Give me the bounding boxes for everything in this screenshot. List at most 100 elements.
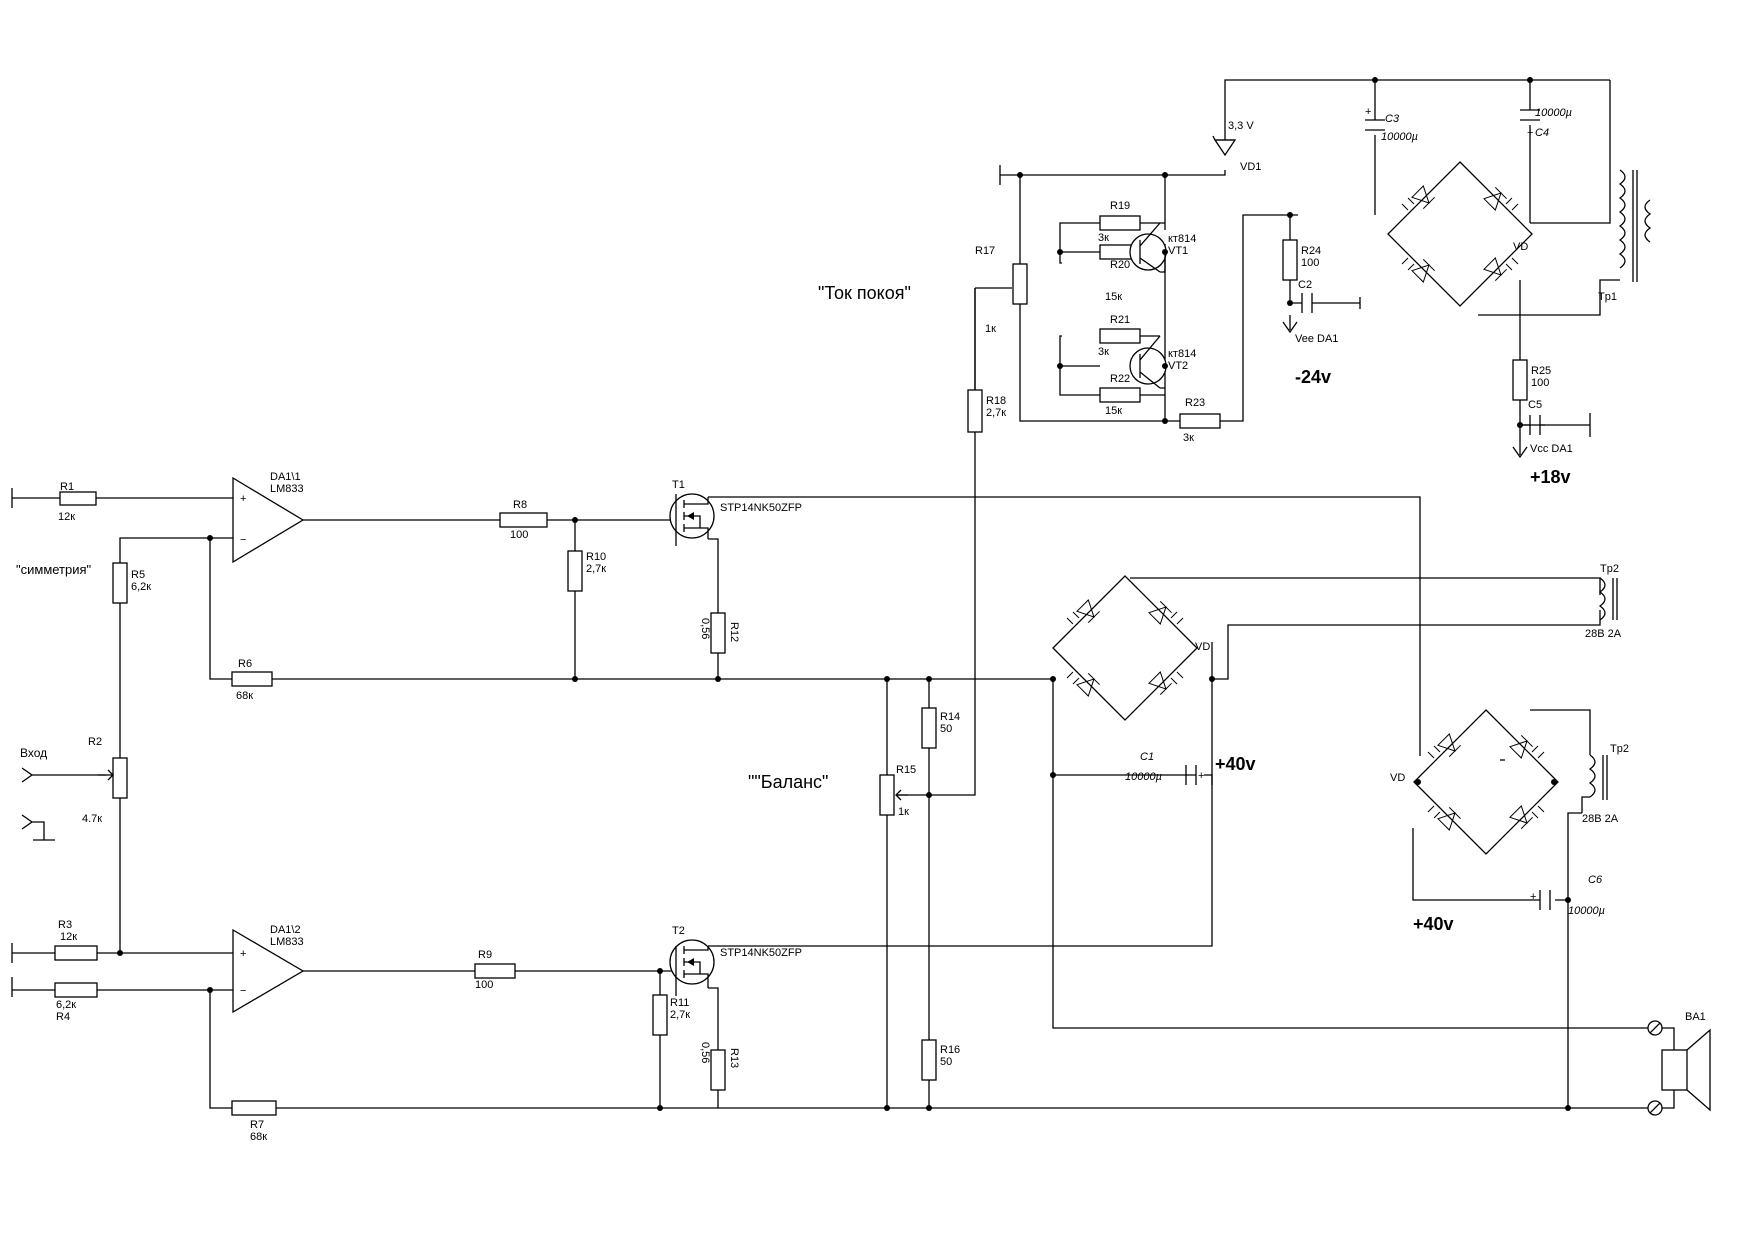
r22-id: R22: [1110, 373, 1130, 385]
bjts: кт814 VT1 кт814 VT2: [1129, 222, 1196, 389]
svg-text:+: +: [1530, 891, 1536, 903]
bridge-vd-center-id: VD: [1195, 641, 1210, 653]
mosfet-t2-id: T2: [672, 925, 685, 937]
r9-id: R9: [478, 949, 492, 961]
opamp-da1-2-part: LM833: [270, 936, 304, 948]
r21-body: [1099, 328, 1141, 344]
capacitor-c6: +: [1530, 890, 1551, 910]
mosfets: T1 STP14NK50ZFP T2 STP14NK50ZFP: [669, 479, 802, 988]
transformer-tp1-id: Tp1: [1598, 291, 1617, 303]
r2-value: 4.7к: [82, 813, 102, 825]
label-pos18: +18v: [1530, 467, 1571, 487]
r1-id: R1: [60, 481, 74, 493]
bridge-vd-right-id: VD: [1390, 772, 1405, 784]
capacitor-c4: +: [1520, 109, 1540, 139]
transformer-tp1: [1618, 169, 1652, 282]
r14-body: [921, 707, 937, 749]
label-vee: Vee DA1: [1295, 333, 1338, 345]
r22-value: 15к: [1105, 405, 1122, 417]
mosfet-t1-id: T1: [672, 479, 685, 491]
transformer-tp2-top-rating: 28В 2А: [1585, 628, 1622, 640]
transformer-tp2-top-id: Tp2: [1600, 563, 1619, 575]
r5-body: [112, 562, 128, 604]
bjt-vt2: [1129, 335, 1167, 389]
r13-value: 0,56: [699, 1042, 711, 1063]
label-vcc: Vcc DA1: [1530, 443, 1573, 455]
r3-id: R3: [58, 919, 72, 931]
capacitor-c4-id: C4: [1535, 127, 1549, 139]
r24-value: 100: [1301, 257, 1319, 269]
r18-id: R18: [986, 395, 1006, 407]
r22-body: [1099, 387, 1141, 403]
r14-value: 50: [940, 723, 952, 735]
r25-id: R25: [1531, 365, 1551, 377]
r11-value: 2,7к: [670, 1009, 690, 1021]
bridge-vd-top-id: VD: [1513, 241, 1528, 253]
r23-id: R23: [1185, 397, 1205, 409]
capacitor-c6-value: 10000µ: [1568, 905, 1605, 917]
label-quiescent: "Ток покоя": [818, 283, 911, 303]
r8-value: 100: [510, 529, 528, 541]
opamp-da1-2-minus: −: [240, 985, 246, 997]
r9-body: [474, 963, 516, 979]
r12-value: 0,56: [699, 618, 711, 639]
terminals: [1282, 315, 1528, 459]
r10-body: [567, 550, 583, 592]
r7-body: [231, 1100, 277, 1116]
r17-value: 1к: [985, 323, 996, 335]
r8-id: R8: [513, 499, 527, 511]
r21-value: 3к: [1098, 346, 1109, 358]
opamp-da1-1-plus: +: [240, 493, 246, 505]
r15-id: R15: [896, 764, 916, 776]
opamp-da1-1-minus: −: [240, 534, 246, 546]
label-symmetry: "симметрия": [16, 562, 92, 577]
vee-arrow-icon: [1282, 315, 1298, 334]
r6-id: R6: [238, 658, 252, 670]
bridge-vd-top: [1387, 161, 1533, 307]
r15-value: 1к: [898, 806, 909, 818]
r4-body: [54, 982, 98, 998]
r20-value: 15к: [1105, 291, 1122, 303]
wiring: [11, 79, 1650, 1109]
capacitor-c2-id: C2: [1298, 279, 1312, 291]
capacitor-c6-id: C6: [1588, 874, 1603, 886]
label-neg24: -24v: [1295, 367, 1331, 387]
r8-body: [499, 512, 548, 528]
mosfet-t1-part: STP14NK50ZFP: [720, 502, 802, 514]
r14-id: R14: [940, 711, 960, 723]
r25-value: 100: [1531, 377, 1549, 389]
opamp-da1-1-id: DA1\1: [270, 471, 301, 483]
opamp-da1-1: [232, 476, 305, 564]
r2-id: R2: [88, 736, 102, 748]
capacitors: + C3 10000µ + 10000µ C4 C2 C5 + C1 10000…: [1125, 106, 1605, 917]
r3-body: [54, 945, 98, 961]
r5-value: 6,2к: [131, 581, 151, 593]
r7-id: R7: [250, 1119, 264, 1131]
zener-vd1-value: 3,3 V: [1228, 120, 1254, 132]
bridge-vd-right: [1413, 709, 1559, 855]
r18-value: 2,7к: [986, 407, 1006, 419]
label-pos40-center: +40v: [1215, 754, 1256, 774]
r6-value: 68к: [236, 690, 253, 702]
r20-id: R20: [1110, 259, 1130, 271]
capacitor-c4-value: 10000µ: [1535, 107, 1572, 119]
svg-text:+: +: [1527, 127, 1533, 139]
capacitor-c1-id: C1: [1140, 751, 1154, 763]
r4-id: R4: [56, 1011, 70, 1023]
r16-id: R16: [940, 1044, 960, 1056]
r23-value: 3к: [1183, 432, 1194, 444]
vcc-arrow-icon: [1512, 442, 1528, 459]
capacitor-c3: +: [1365, 106, 1385, 131]
bjt-vt1: [1129, 222, 1167, 273]
capacitor-c3-id: C3: [1385, 113, 1400, 125]
capacitor-c2: [1301, 293, 1313, 313]
r16-value: 50: [940, 1056, 952, 1068]
r2-body: [112, 757, 128, 799]
r9-value: 100: [475, 979, 493, 991]
speaker-ba1: [1647, 1020, 1711, 1116]
bjt-vt2-part: кт814: [1168, 348, 1196, 360]
r11-body: [652, 994, 668, 1036]
r5-id: R5: [131, 569, 145, 581]
opamps: + − DA1\1 LM833 + − DA1\2 LM833: [232, 471, 305, 1014]
